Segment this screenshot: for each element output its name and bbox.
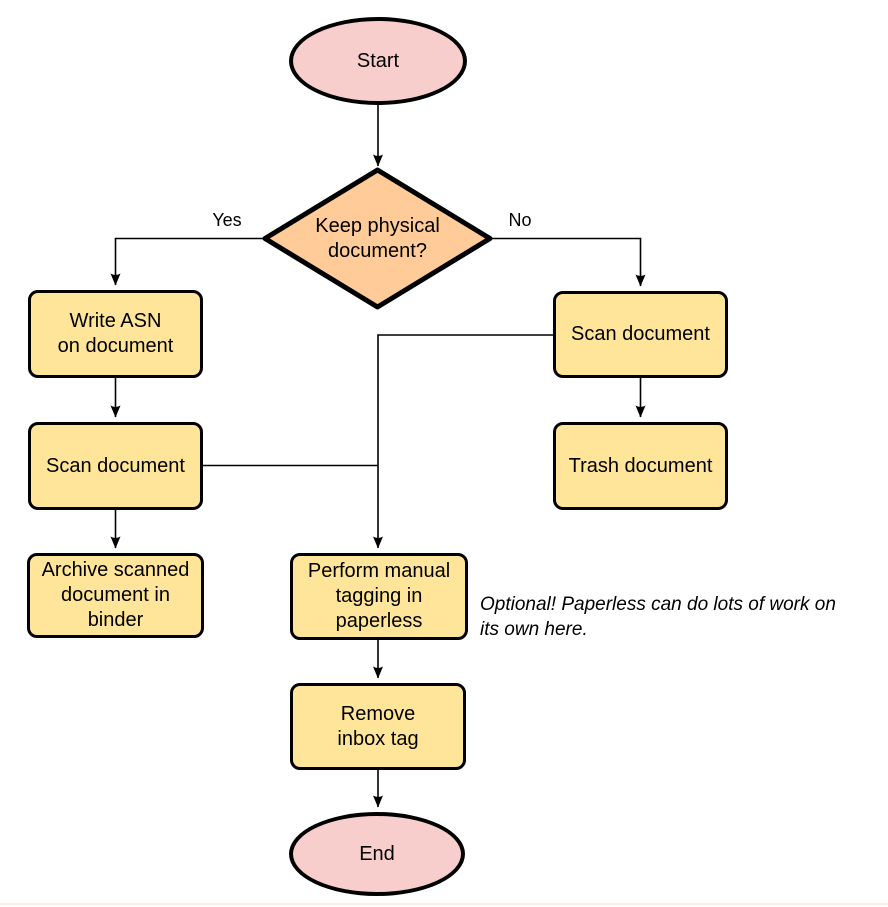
note-line: Optional! Paperless can do lots of work … xyxy=(480,594,836,615)
node-start: Start xyxy=(289,17,467,105)
label-line: binder xyxy=(87,609,144,631)
label-line: paperless xyxy=(335,610,423,632)
node-decision-label: Keep physical document? xyxy=(262,167,493,310)
decision-line: Keep physical xyxy=(315,214,440,237)
node-start-label: Start xyxy=(356,49,400,72)
node-scan-document-left-label: Scan document xyxy=(46,454,185,479)
node-scan-document-right: Scan document xyxy=(553,291,728,378)
label-line: on document xyxy=(57,335,174,357)
decision-diamond-shape xyxy=(262,167,493,310)
note-line: its own here. xyxy=(480,619,588,640)
label-line: tagging in xyxy=(335,585,423,607)
label-line: document in xyxy=(61,584,170,606)
node-decision: Keep physical document? xyxy=(262,167,493,310)
edge-label-yes: Yes xyxy=(212,210,242,230)
bottom-edge-line xyxy=(0,903,888,905)
node-write-asn: Write ASN on document xyxy=(28,290,203,378)
edge-decision-yes-write-asn xyxy=(110,237,265,286)
node-perform-tagging: Perform manual tagging in paperless xyxy=(290,553,468,640)
optional-note: Optional! Paperless can do lots of work … xyxy=(480,592,885,642)
node-perform-tagging-label: Perform manual tagging in paperless xyxy=(308,559,450,634)
edge-decision-no-scan-right xyxy=(490,237,646,287)
label-line: Scan document xyxy=(46,454,185,477)
node-archive-binder: Archive scanned document in binder xyxy=(27,553,204,638)
node-remove-inbox-tag: Remove inbox tag xyxy=(290,683,466,770)
edge-scan-right-perform-tagging xyxy=(373,334,553,549)
node-write-asn-label: Write ASN on document xyxy=(58,309,174,359)
node-remove-inbox-tag-label: Remove inbox tag xyxy=(337,702,418,752)
label-line: Archive scanned xyxy=(41,559,190,581)
node-scan-document-right-label: Scan document xyxy=(571,322,710,347)
label-line: Perform manual xyxy=(307,560,451,582)
decision-line: document? xyxy=(328,239,427,262)
edge-label-no: No xyxy=(508,210,532,230)
node-scan-document-left: Scan document xyxy=(28,422,203,510)
label-line: Scan document xyxy=(571,323,710,345)
node-trash-document-label: Trash document xyxy=(569,454,713,479)
label-line: Remove xyxy=(340,702,416,725)
node-trash-document: Trash document xyxy=(553,422,728,510)
node-end-label: End xyxy=(359,842,395,865)
label-line: inbox tag xyxy=(337,727,419,750)
node-archive-binder-label: Archive scanned document in binder xyxy=(42,558,190,633)
node-end: End xyxy=(289,812,465,896)
label-line: Write ASN xyxy=(69,310,162,332)
label-line: Trash document xyxy=(568,454,713,477)
